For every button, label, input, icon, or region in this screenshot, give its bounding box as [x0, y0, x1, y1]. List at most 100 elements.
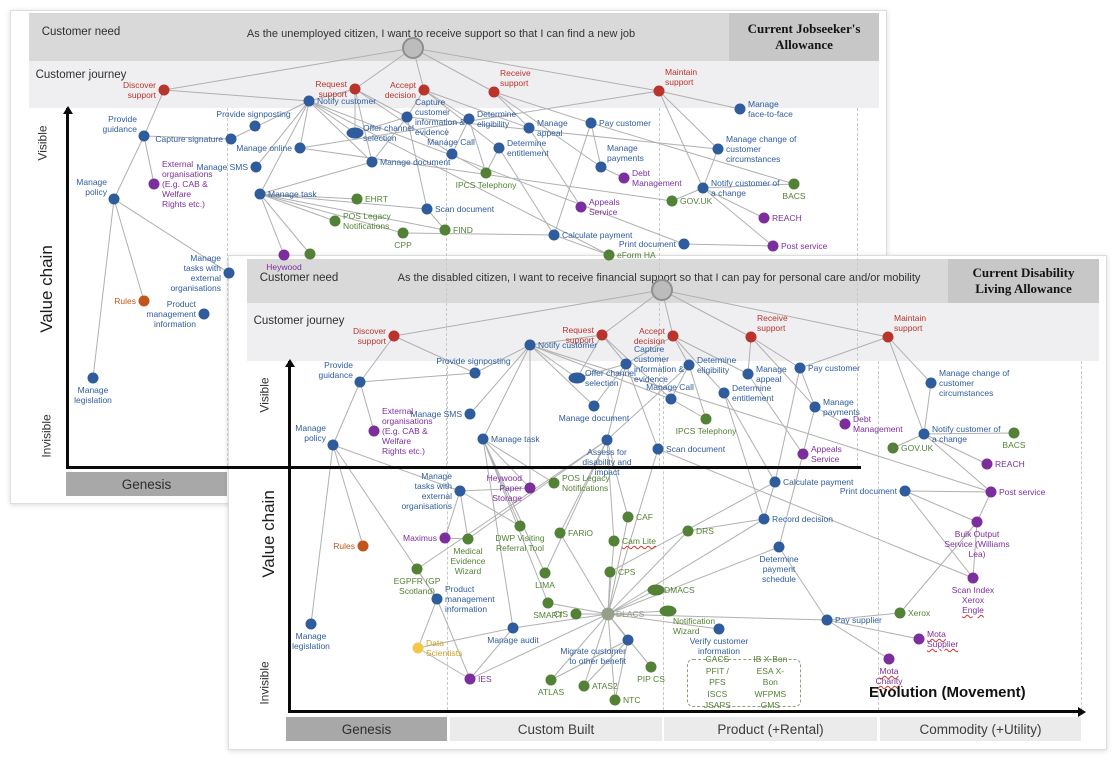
maintain-dot[interactable]: [653, 85, 665, 97]
bacs-dot[interactable]: [1008, 427, 1020, 439]
scan_document-dot[interactable]: [652, 443, 664, 455]
appeals-dot[interactable]: [797, 448, 809, 460]
post_service-dot[interactable]: [767, 240, 779, 252]
scan_index-dot[interactable]: [967, 572, 979, 584]
manage_document-dot[interactable]: [588, 400, 600, 412]
mota_supplier-dot[interactable]: [913, 633, 925, 645]
manage_appeal-dot[interactable]: [523, 122, 535, 134]
request-dot[interactable]: [596, 329, 608, 341]
data_scientists-dot[interactable]: [412, 642, 424, 654]
lima-dot[interactable]: [539, 567, 551, 579]
notify_customer-dot[interactable]: [524, 339, 536, 351]
manage_change-dot[interactable]: [925, 377, 937, 389]
manage_call-dot[interactable]: [446, 148, 458, 160]
heywood_paper-dot[interactable]: [524, 482, 536, 494]
rules-dot[interactable]: [357, 540, 369, 552]
det_pay_schedule-dot[interactable]: [773, 541, 785, 553]
anchor-dot[interactable]: [402, 37, 424, 59]
capture_signature-dot[interactable]: [225, 133, 237, 145]
camlite-dot[interactable]: [608, 535, 620, 547]
cps-dot[interactable]: [604, 566, 616, 578]
drs-dot[interactable]: [682, 525, 694, 537]
manage_policy-dot[interactable]: [327, 439, 339, 451]
bulk_output-dot[interactable]: [971, 516, 983, 528]
reach-dot[interactable]: [758, 212, 770, 224]
cis-dot[interactable]: [570, 608, 582, 620]
bacs-dot[interactable]: [788, 178, 800, 190]
pipcs-dot[interactable]: [645, 661, 657, 673]
dmacs-dot[interactable]: [647, 584, 665, 596]
mota_charity-dot[interactable]: [883, 653, 895, 665]
manage_sms-dot[interactable]: [464, 408, 476, 420]
xerox-dot[interactable]: [894, 607, 906, 619]
maximus-dot[interactable]: [439, 532, 451, 544]
notify_change-dot[interactable]: [697, 182, 709, 194]
manage_legislation-dot[interactable]: [87, 372, 99, 384]
migrate-dot[interactable]: [622, 634, 634, 646]
request-dot[interactable]: [349, 83, 361, 95]
offer_channel-dot[interactable]: [568, 372, 586, 384]
manage_task-dot[interactable]: [254, 188, 266, 200]
ipcs-dot[interactable]: [700, 413, 712, 425]
offer_channel-dot[interactable]: [346, 127, 364, 139]
manage_change-dot[interactable]: [712, 143, 724, 155]
print_doc-dot[interactable]: [899, 485, 911, 497]
determine_ent-dot[interactable]: [718, 387, 730, 399]
ehrt-dot[interactable]: [351, 193, 363, 205]
caf-dot[interactable]: [622, 511, 634, 523]
notify_change-dot[interactable]: [918, 428, 930, 440]
manage_legislation-dot[interactable]: [305, 618, 317, 630]
cpp-dot[interactable]: [397, 227, 409, 239]
discover-dot[interactable]: [158, 84, 170, 96]
green_x-dot[interactable]: [304, 248, 316, 260]
discover-dot[interactable]: [388, 330, 400, 342]
find-dot[interactable]: [439, 224, 451, 236]
determine_ent-dot[interactable]: [493, 142, 505, 154]
provide_guidance-dot[interactable]: [138, 130, 150, 142]
provide_signposting-dot[interactable]: [469, 367, 481, 379]
dlacs-dot[interactable]: [601, 607, 615, 621]
dwp_visiting-dot[interactable]: [514, 520, 526, 532]
product_mgmt-dot[interactable]: [198, 308, 210, 320]
egpfr-dot[interactable]: [411, 563, 423, 575]
medical_wizard-dot[interactable]: [462, 533, 474, 545]
manage_tasks_ext-dot[interactable]: [223, 267, 235, 279]
ntc-dot[interactable]: [609, 694, 621, 706]
accept-dot[interactable]: [667, 330, 679, 342]
provide_guidance-dot[interactable]: [354, 376, 366, 388]
face2face-dot[interactable]: [734, 103, 746, 115]
accept-dot[interactable]: [418, 84, 430, 96]
notify_customer-dot[interactable]: [303, 95, 315, 107]
product_mgmt-dot[interactable]: [431, 593, 443, 605]
fario-dot[interactable]: [554, 527, 566, 539]
manage_tasks_ext-dot[interactable]: [454, 485, 466, 497]
calc_payment-dot[interactable]: [548, 229, 560, 241]
print_doc-dot[interactable]: [678, 238, 690, 250]
notif_wizard-dot[interactable]: [659, 605, 677, 617]
manage_payments-dot[interactable]: [595, 161, 607, 173]
manage_task-dot[interactable]: [477, 433, 489, 445]
atlas-dot[interactable]: [545, 674, 557, 686]
manage_payments-dot[interactable]: [809, 401, 821, 413]
appeals-dot[interactable]: [575, 201, 587, 213]
manage_audit-dot[interactable]: [507, 622, 519, 634]
atas2-dot[interactable]: [578, 680, 590, 692]
anchor-dot[interactable]: [651, 279, 673, 301]
provide_signposting-dot[interactable]: [249, 120, 261, 132]
pay_customer-dot[interactable]: [794, 362, 806, 374]
verify-dot[interactable]: [713, 623, 725, 635]
debt-dot[interactable]: [839, 418, 851, 430]
determine_elig-dot[interactable]: [463, 113, 475, 125]
ipcs-dot[interactable]: [480, 167, 492, 179]
ies-dot[interactable]: [464, 673, 476, 685]
govuk-dot[interactable]: [666, 195, 678, 207]
eform-dot[interactable]: [603, 249, 615, 261]
assess-dot[interactable]: [601, 434, 613, 446]
external_orgs-dot[interactable]: [148, 178, 160, 190]
pos_legacy-dot[interactable]: [329, 215, 341, 227]
manage_document-dot[interactable]: [366, 156, 378, 168]
record_decision-dot[interactable]: [758, 513, 770, 525]
govuk-dot[interactable]: [887, 442, 899, 454]
scan_document-dot[interactable]: [421, 203, 433, 215]
manage_policy-dot[interactable]: [108, 193, 120, 205]
